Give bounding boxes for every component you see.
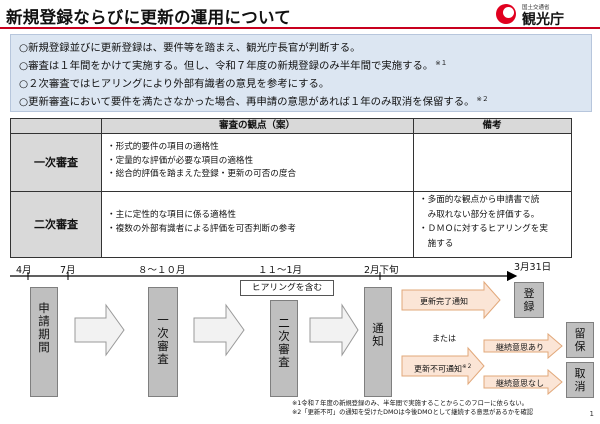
stage-first-review: 一次審査 <box>148 287 178 397</box>
stage-second-review: 二次審査 <box>270 300 298 397</box>
list-item: ・総合的評価を踏まえた登録・更新の可否の度合 <box>107 169 297 179</box>
summary-box: ○新規登録並びに更新登録は、要件等を踏まえ、観光庁長官が判断する。 ○審査は１年… <box>10 34 592 112</box>
outcome-registration: 登録 <box>514 282 544 318</box>
first-review-points: ・形式的要件の項目の適格性 ・定量的な評価が必要な項目の適格性 ・総合的評価を踏… <box>107 141 296 182</box>
jta-logo-icon <box>496 4 516 24</box>
list-item: ・複数の外部有識者による評価を可否判断の参考 <box>107 223 296 234</box>
intent-yes-arrow <box>483 332 563 360</box>
stage-label: 申請期間 <box>38 301 50 354</box>
bullet-4: ○更新審査において要件を満たさなかった場合、再申請の意思があれば１年のみ取消を保… <box>19 95 489 108</box>
list-item: み取れない部分を評価する。 <box>419 209 540 220</box>
renewal-complete-arrow <box>401 280 501 320</box>
hearing-note: ヒアリングを含む <box>240 280 334 296</box>
renewal-denied-arrow <box>401 346 485 386</box>
stage-label: 二次審査 <box>278 316 290 369</box>
flow-arrow-3 <box>309 303 359 357</box>
stage-notification: 通知 <box>364 287 392 397</box>
table-header-notes: 備考 <box>413 119 571 133</box>
timeline-label-april: 4月 <box>16 265 32 276</box>
stage-label: 一次審査 <box>157 313 169 366</box>
list-item: ・主に定性的な項目に係る適格性 <box>107 210 236 220</box>
list-item: ・定量的な評価が必要な項目の適格性 <box>107 155 254 166</box>
outcome-label: 登録 <box>523 287 535 313</box>
timeline-label-nov-jan: １１～1月 <box>258 265 303 276</box>
list-item: ・ＤＭＯに対するヒアリングを実 <box>419 224 548 234</box>
or-label: または <box>432 334 456 343</box>
outcome-deferral: 留保 <box>566 322 594 358</box>
table-header-empty <box>11 119 101 133</box>
footnote-1: ※1令和７年度の新規登録のみ、半年間で実施することからこのフローに依らない。 <box>292 400 528 407</box>
bullet-1: ○新規登録並びに更新登録は、要件等を踏まえ、観光庁長官が判断する。 <box>19 42 361 54</box>
timeline-label-late-feb: 2月下旬 <box>364 265 399 276</box>
page-title: 新規登録ならびに更新の運用について <box>6 8 292 27</box>
timeline-label-aug-oct: ８～１０月 <box>138 265 186 276</box>
row-label-first-review: 一次審査 <box>11 133 101 191</box>
timeline-graphic <box>10 270 563 396</box>
footnote-2: ※2「更新不可」の通知を受けたDMOは今後DMOとして継続する意思があるかを確認 <box>292 409 534 416</box>
renewal-complete-label: 更新完了通知 <box>420 297 468 306</box>
stage-label: 通知 <box>372 321 384 348</box>
second-review-notes: ・多面的な観点から申請書で読 み取れない部分を評価する。 ・ＤＭＯに対するヒアリ… <box>419 193 548 251</box>
outcome-label: 留保 <box>574 327 586 353</box>
renewal-denied-label: 更新不可通知※２ <box>414 364 473 374</box>
list-item: 施する <box>419 238 454 249</box>
second-review-points: ・主に定性的な項目に係る適格性 ・複数の外部有識者による評価を可否判断の参考 <box>107 209 296 236</box>
bullet-3: ○２次審査ではヒアリングにより外部有識者の意見を参考にする。 <box>19 78 330 90</box>
list-item: ・形式的要件の項目の適格性 <box>107 142 219 152</box>
list-item: ・多面的な観点から申請書で読 <box>419 195 540 205</box>
timeline-label-july: 7月 <box>60 265 76 276</box>
outcome-label: 取消 <box>574 367 586 393</box>
bullet-2: ○審査は１年間をかけて実施する。但し、令和７年度の新規登録のみ半年間で実施する。… <box>19 59 448 72</box>
page-number: 1 <box>589 410 594 418</box>
intent-no-label: 継続意思なし <box>496 379 544 388</box>
logo-agency-text: 観光庁 <box>522 12 564 28</box>
intent-yes-label: 継続意思あり <box>496 343 544 352</box>
table-header-criteria: 審査の観点（案） <box>101 119 413 133</box>
stage-application-period: 申請期間 <box>30 287 58 397</box>
row-label-second-review: 二次審査 <box>11 191 101 257</box>
intent-no-arrow <box>483 368 563 396</box>
outcome-cancellation: 取消 <box>566 362 594 398</box>
flow-arrow-2 <box>193 303 245 357</box>
logo-ministry-text: 国土交通省 <box>522 5 550 11</box>
review-criteria-table: 審査の観点（案） 備考 一次審査 二次審査 ・形式的要件の項目の適格性 ・定量的… <box>10 118 572 258</box>
timeline-label-mar31: 3月31日 <box>514 262 552 273</box>
flow-arrow-1 <box>74 303 125 357</box>
title-divider <box>0 27 600 29</box>
